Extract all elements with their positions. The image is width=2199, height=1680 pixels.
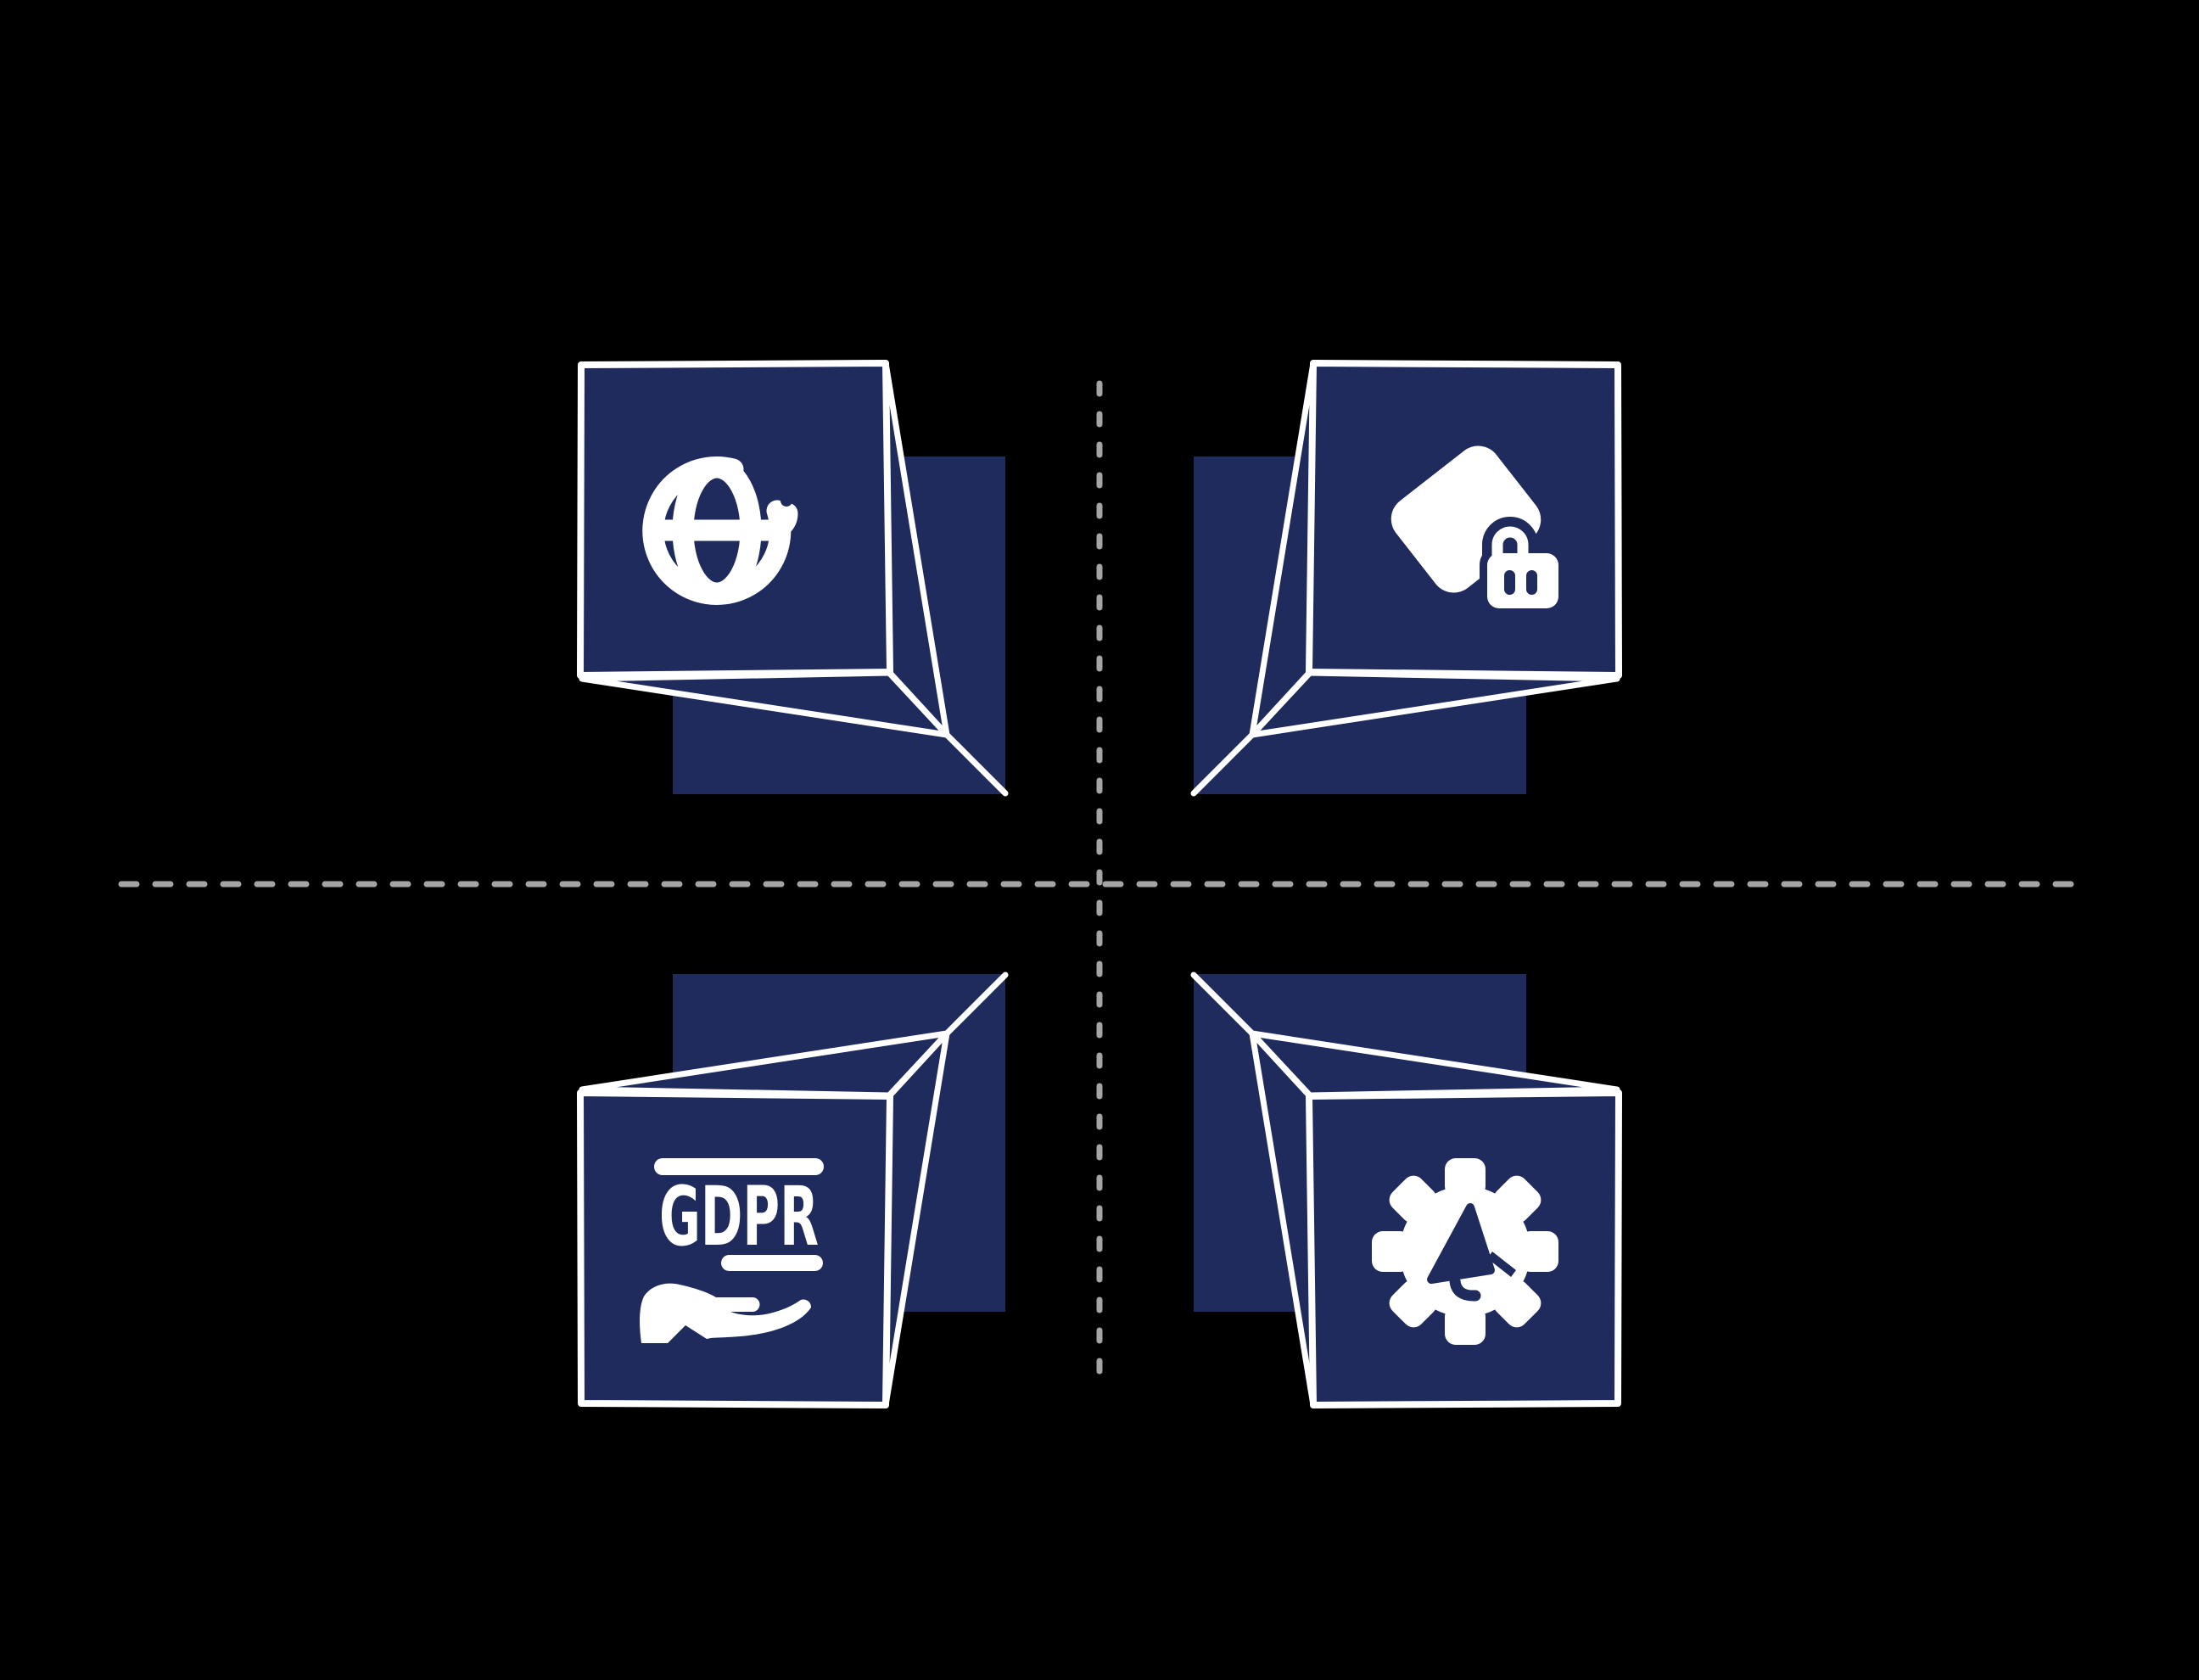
globe-outline <box>642 456 792 605</box>
quadrant-top-right <box>1194 363 1619 794</box>
megaphone-handle <box>1449 1275 1481 1302</box>
lock-slot-right <box>1526 570 1537 595</box>
gear-icon <box>1372 1158 1558 1345</box>
sparkle-icon <box>743 420 830 507</box>
quadrant-top-left <box>580 363 1005 794</box>
megaphone-icon <box>1427 1203 1516 1302</box>
gear-megaphone-icon <box>1372 1158 1558 1345</box>
globe-equator <box>644 502 798 541</box>
hand-icon <box>640 1283 812 1343</box>
gdpr-hand-icon: GDPR <box>640 1158 824 1343</box>
document-top-bar <box>654 1158 824 1175</box>
lock-body <box>1487 553 1558 608</box>
quadrant-bottom-left: GDPR <box>580 974 1005 1405</box>
gdpr-label: GDPR <box>659 1169 819 1264</box>
document-underline-bar <box>721 1255 823 1271</box>
globe-sparkle-icon <box>642 420 830 605</box>
megaphone-bell-rim <box>1487 1252 1516 1277</box>
tag-hole <box>1506 445 1531 471</box>
megaphone-cone <box>1427 1203 1495 1284</box>
quadrant-bottom-right <box>1194 974 1619 1405</box>
price-tag-lock-icon <box>1390 445 1566 616</box>
lock-shackle <box>1491 526 1529 564</box>
lock-slot-left <box>1504 570 1515 595</box>
